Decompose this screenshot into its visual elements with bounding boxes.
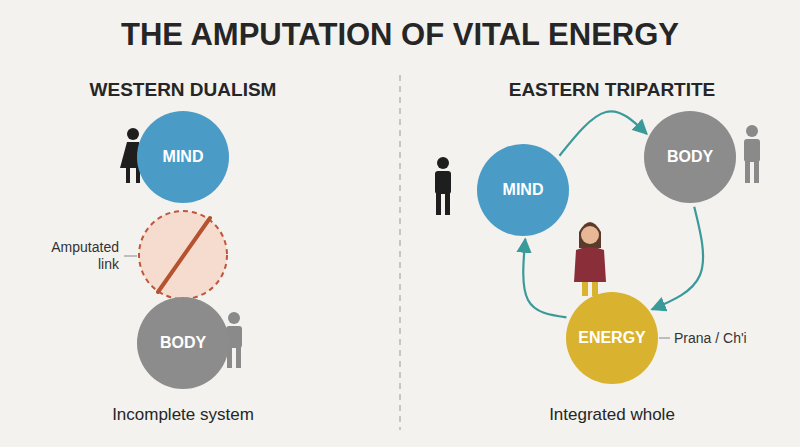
concept-circle: MIND [137, 111, 229, 203]
node-label: ENERGY [578, 329, 646, 347]
concept-circle: MIND [477, 144, 569, 236]
caption-text: Integrated whole [549, 405, 675, 425]
callout-label: Amputated link [41, 239, 119, 273]
node-label: MIND [163, 148, 204, 166]
man-icon [435, 157, 451, 215]
concept-circle: ENERGY [566, 292, 658, 384]
callout-label: Prana / Ch'i [674, 330, 747, 347]
caption-text: Incomplete system [112, 405, 254, 425]
slash-mark [158, 218, 210, 292]
leader-line [124, 255, 137, 256]
woman-figure [574, 222, 606, 296]
cycle-arrow [559, 111, 646, 155]
node-label: MIND [503, 181, 544, 199]
cycle-arrow [523, 239, 566, 317]
amputated-circle [139, 211, 227, 299]
divider-line [399, 75, 401, 430]
man-icon [744, 125, 760, 183]
concept-circle: BODY [644, 111, 736, 203]
node-label: BODY [160, 334, 206, 352]
leader-line [659, 337, 670, 338]
section-heading: EASTERN TRIPARTITE [509, 79, 716, 102]
section-heading: WESTERN DUALISM [90, 79, 277, 102]
diagram-title: THE AMPUTATION OF VITAL ENERGY [121, 17, 679, 53]
node-label: BODY [667, 148, 713, 166]
concept-circle: BODY [137, 297, 229, 389]
cycle-arrow [652, 207, 703, 310]
